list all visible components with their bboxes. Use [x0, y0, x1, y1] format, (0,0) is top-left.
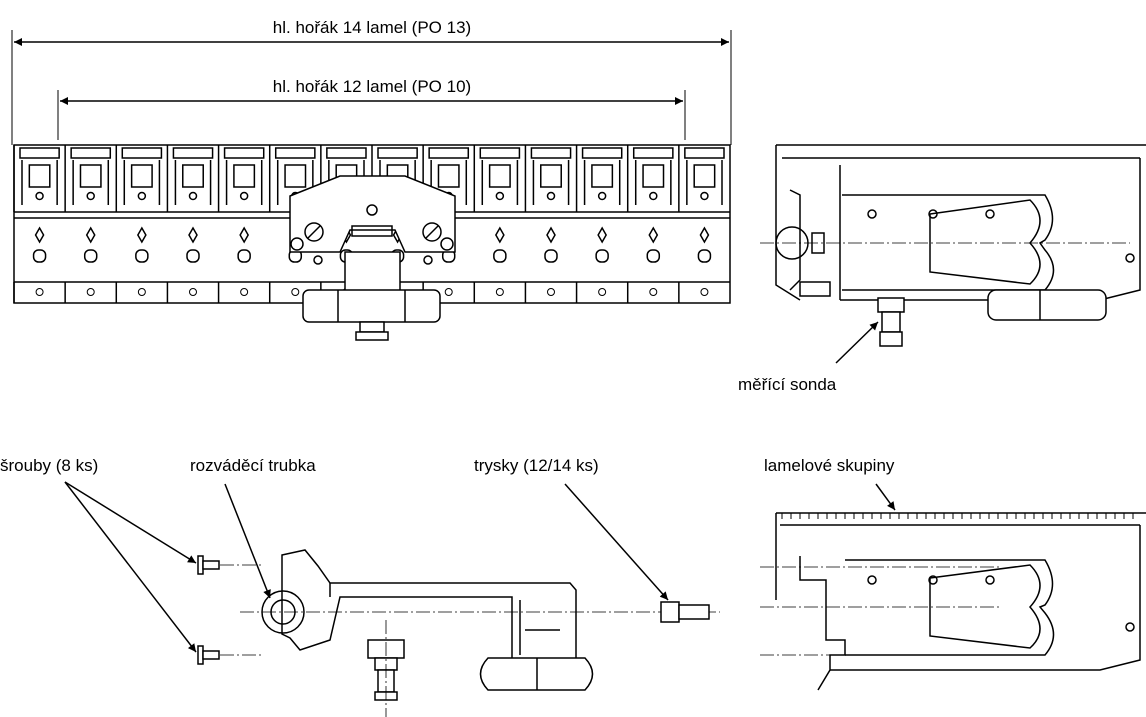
nozzles-label: trysky (12/14 ks)	[474, 456, 599, 475]
screw-top-icon	[197, 555, 220, 575]
nozzle-icon	[660, 601, 710, 623]
dimension-14-lamellas: hl. hořák 14 lamel (PO 13)	[11, 18, 732, 145]
lamella-ribs	[781, 513, 1134, 519]
burner-front-view	[13, 144, 731, 341]
screws-label: šrouby (8 ks)	[0, 456, 98, 475]
bracket-screw-left-icon	[304, 222, 324, 242]
exploded-assembly-view	[197, 549, 720, 717]
probe-label: měřící sonda	[738, 375, 837, 394]
lamellas-label: lamelové skupiny	[764, 456, 895, 475]
pipe-label: rozváděcí trubka	[190, 456, 316, 475]
lamella-side-view	[760, 512, 1146, 691]
dimension-12-lamellas: hl. hořák 12 lamel (PO 10)	[57, 77, 686, 140]
probe-tip-front-icon	[355, 321, 389, 341]
dimension-14-label: hl. hořák 14 lamel (PO 13)	[273, 18, 471, 37]
measuring-probe-icon	[877, 297, 905, 347]
screw-bottom-icon	[197, 645, 220, 665]
dimension-12-label: hl. hořák 12 lamel (PO 10)	[273, 77, 471, 96]
bottom-hex-nut-icon	[479, 657, 594, 691]
burner-side-view	[760, 144, 1146, 347]
hex-nut-icon	[302, 289, 441, 323]
bracket-screw-right-icon	[422, 222, 442, 242]
